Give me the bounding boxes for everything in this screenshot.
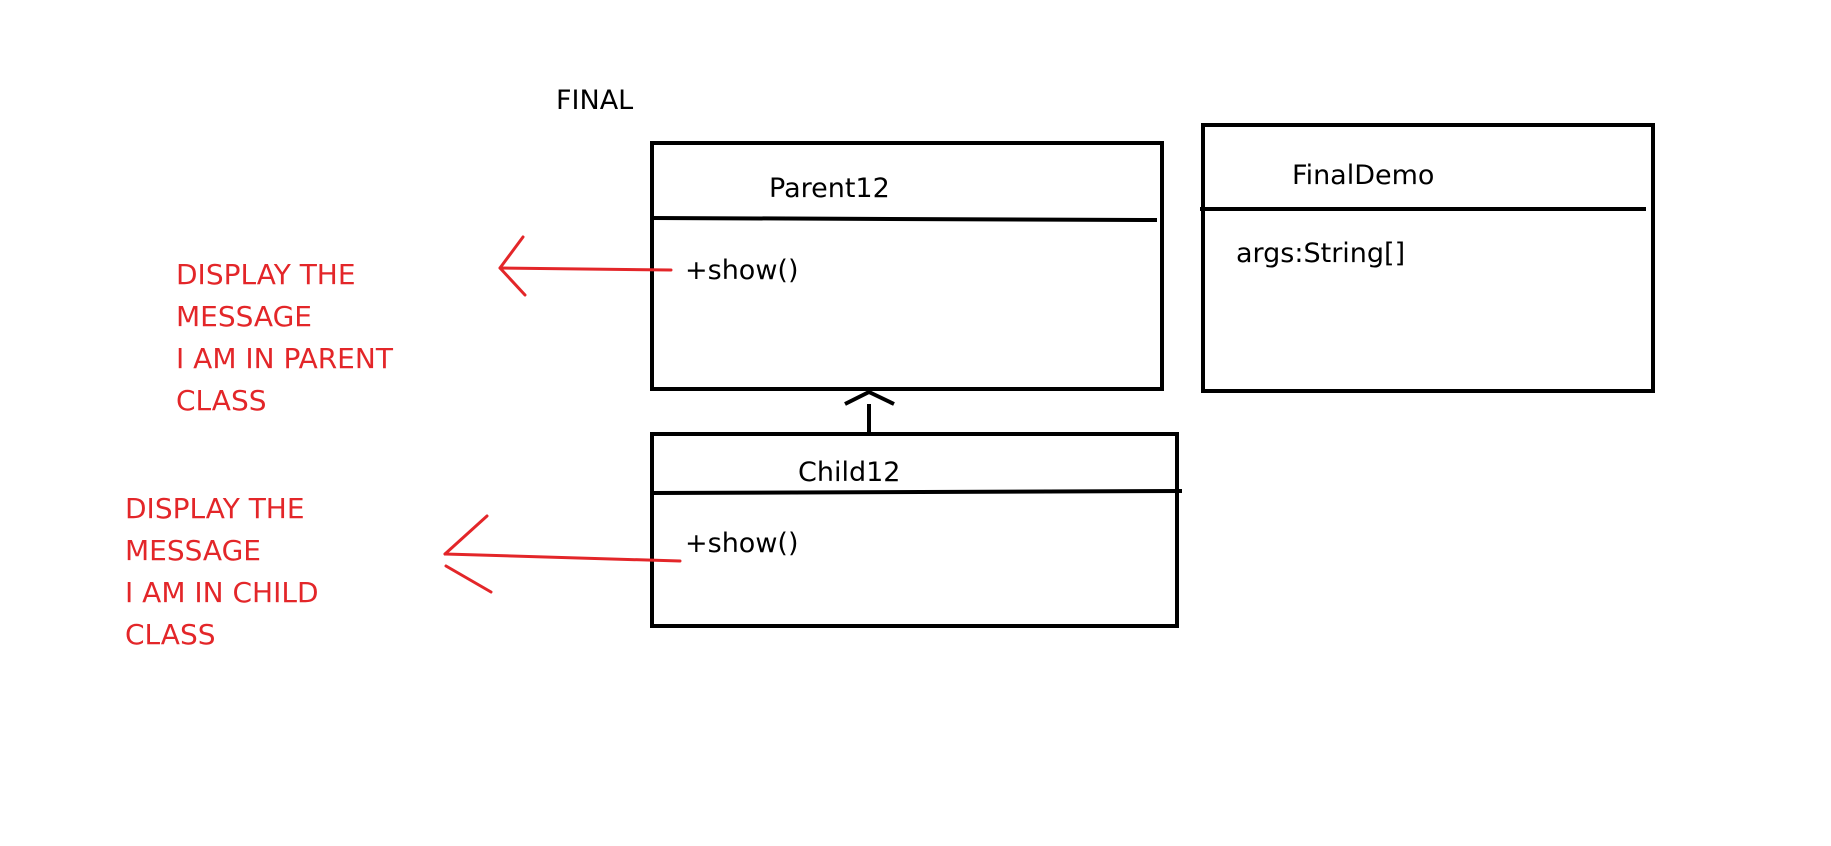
child12-class-box <box>650 432 1179 628</box>
child-annotation-note: DISPLAY THE MESSAGE I AM IN CHILD CLASS <box>125 488 319 656</box>
parent-note-line: I AM IN PARENT <box>176 342 393 375</box>
parent-note-line: DISPLAY THE <box>176 258 356 291</box>
parent12-class-box <box>650 141 1164 391</box>
child-note-line: DISPLAY THE <box>125 492 305 525</box>
finaldemo-class-name: FinalDemo <box>1292 160 1435 191</box>
diagram-title: FINAL <box>556 85 634 116</box>
finaldemo-attribute-args: args:String[] <box>1236 238 1406 269</box>
inheritance-arrowhead <box>844 390 895 406</box>
child12-divider <box>651 489 1183 495</box>
child12-method-show: +show() <box>685 528 799 559</box>
parent12-divider <box>651 216 1158 222</box>
finaldemo-class-box <box>1201 123 1655 393</box>
parent-note-line: CLASS <box>176 384 267 417</box>
parent-note-arrowhead <box>498 235 527 297</box>
parent12-class-name: Parent12 <box>769 173 890 204</box>
child-note-line: I AM IN CHILD <box>125 576 319 609</box>
child-note-line: CLASS <box>125 618 216 651</box>
child-note-arrowhead-lower <box>444 564 493 594</box>
parent-note-arrow-shaft <box>498 266 673 272</box>
child12-class-name: Child12 <box>798 457 901 488</box>
child-note-line: MESSAGE <box>125 534 261 567</box>
parent-annotation-note: DISPLAY THE MESSAGE I AM IN PARENT CLASS <box>176 254 393 422</box>
parent12-method-show: +show() <box>685 255 799 286</box>
child-note-arrow-shaft <box>443 552 682 563</box>
parent-note-line: MESSAGE <box>176 300 312 333</box>
child-note-arrowhead-upper <box>443 514 489 556</box>
